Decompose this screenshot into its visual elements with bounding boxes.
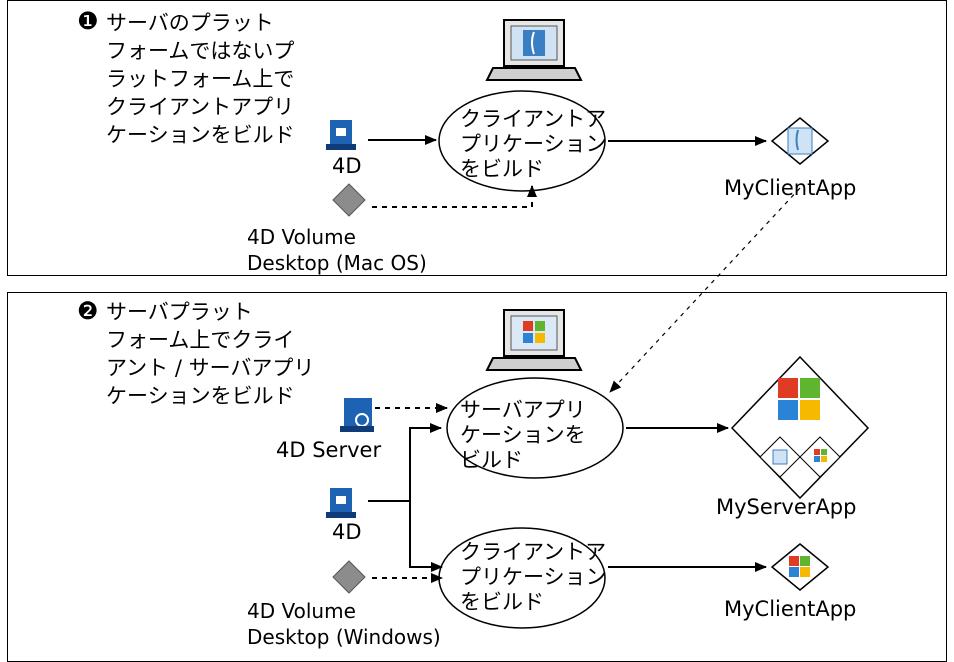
label-myclientapp-2: MyClientApp bbox=[724, 597, 857, 621]
windows-laptop-icon bbox=[485, 309, 583, 371]
arrow-clientapp-to-server-build bbox=[609, 187, 801, 393]
4d-server-icon bbox=[340, 398, 374, 432]
volume-desktop-diamond bbox=[332, 183, 366, 217]
label-4d-2: 4D bbox=[332, 520, 362, 544]
step-2-description: サーバプラット フォーム上でクライ アント / サーバアプリ ケーションをビルド bbox=[106, 300, 315, 408]
label-volume-desktop-mac: 4D Volume Desktop (Mac OS) bbox=[247, 225, 427, 275]
build-client-label-1: クライアントア プリケーション をビルド bbox=[460, 107, 607, 181]
label-myclientapp-1: MyClientApp bbox=[724, 176, 857, 200]
myserverapp-icon bbox=[730, 355, 870, 500]
4d-app-icon bbox=[326, 120, 356, 150]
4d-app-icon-2 bbox=[326, 488, 356, 518]
step-1-description: サーバのプラット フォームではないプ ラットフォーム上で クライアントアプリ ケ… bbox=[106, 11, 295, 147]
label-4d: 4D bbox=[332, 154, 362, 178]
label-4d-server: 4D Server bbox=[276, 438, 382, 462]
build-client-ellipse-1 bbox=[438, 90, 606, 192]
panel-mac-build bbox=[7, 0, 947, 276]
volume-desktop-diamond-2 bbox=[332, 560, 366, 594]
step-number-1: ❶ bbox=[77, 7, 99, 35]
label-volume-desktop-windows: 4D Volume Desktop (Windows) bbox=[247, 599, 441, 649]
arrow-4d-branch-client bbox=[409, 501, 443, 572]
arrow-volume-to-build bbox=[372, 185, 537, 208]
build-server-ellipse bbox=[446, 377, 624, 479]
myclientapp-windows-icon bbox=[770, 543, 830, 591]
build-server-label: サーバアプリ ケーションを ビルド bbox=[460, 398, 586, 472]
mac-laptop-icon bbox=[485, 19, 583, 81]
build-client-label-2: クライアントア プリケーション をビルド bbox=[460, 540, 607, 614]
step-number-2: ❷ bbox=[77, 297, 99, 325]
label-myserverapp: MyServerApp bbox=[716, 495, 857, 519]
arrow-4d-branch bbox=[368, 423, 442, 502]
myclientapp-mac-icon bbox=[770, 117, 830, 165]
